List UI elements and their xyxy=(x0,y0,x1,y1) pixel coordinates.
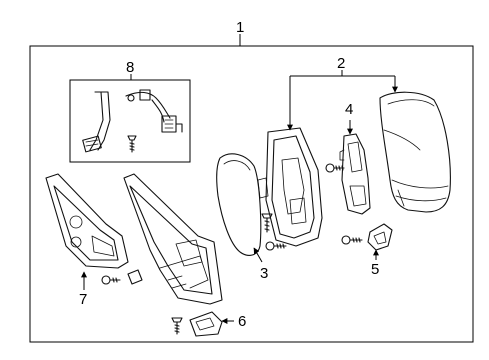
mirror-cover xyxy=(379,91,451,213)
mirror-housing-base xyxy=(257,127,323,247)
screw-3b xyxy=(265,241,287,251)
inset-frame-8 xyxy=(69,79,191,163)
callout-4: 4 xyxy=(345,101,353,118)
screw-4 xyxy=(325,163,345,173)
mirror-gasket xyxy=(45,173,129,269)
callout-5: 5 xyxy=(371,261,379,278)
callout-1: 1 xyxy=(236,19,244,36)
screw-6 xyxy=(171,317,183,335)
callout-8: 8 xyxy=(126,59,134,76)
screw-3a xyxy=(261,213,273,233)
screw-8 xyxy=(127,135,137,153)
assembly-frame xyxy=(29,45,474,343)
screw-5 xyxy=(341,235,363,245)
clip-7 xyxy=(127,269,143,285)
turn-signal-lamp xyxy=(339,133,371,215)
wire-harness xyxy=(82,89,183,153)
actuator-clip xyxy=(367,223,393,251)
mirror-base-frame xyxy=(123,173,223,305)
screw-7 xyxy=(101,275,121,285)
callout-6: 6 xyxy=(238,313,246,330)
callout-2: 2 xyxy=(337,55,345,72)
leader-line-3 xyxy=(253,247,263,263)
callout-7: 7 xyxy=(79,291,87,308)
cover-plate xyxy=(189,311,223,337)
callout-3: 3 xyxy=(260,265,268,282)
mirror-glass xyxy=(216,153,262,256)
